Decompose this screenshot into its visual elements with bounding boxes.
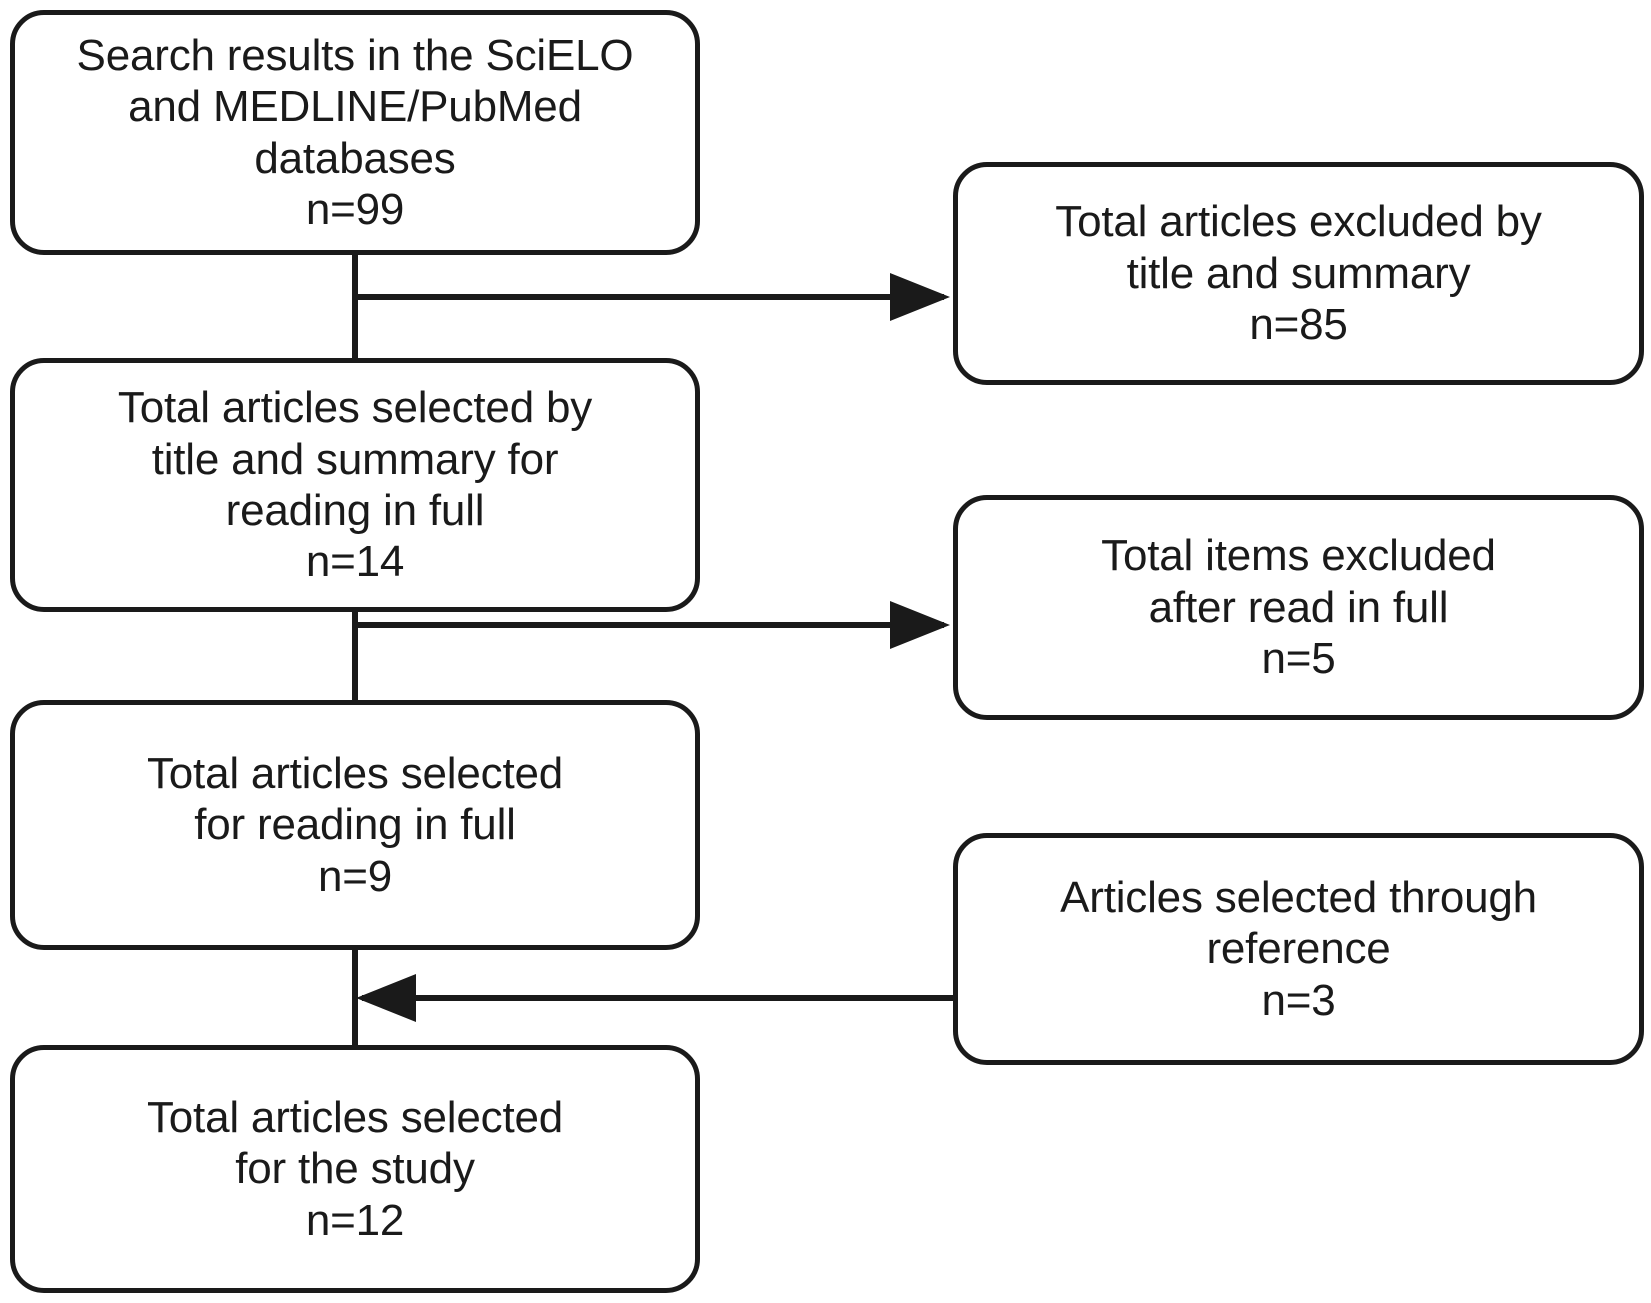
node-selected-by-title-and-summary-label: Total articles selected by title and sum… <box>117 383 593 587</box>
node-excluded-after-read-in-full: Total items excluded after read in full … <box>953 495 1644 720</box>
node-selected-for-reading-in-full-label: Total articles selected for reading in f… <box>146 748 564 901</box>
node-search-results: Search results in the SciELO and MEDLINE… <box>10 10 700 255</box>
node-excluded-by-title-and-summary-label: Total articles excluded by title and sum… <box>1055 197 1542 350</box>
node-selected-for-the-study: Total articles selected for the study n=… <box>10 1045 700 1293</box>
node-selected-for-the-study-label: Total articles selected for the study n=… <box>146 1092 564 1245</box>
node-excluded-after-read-in-full-label: Total items excluded after read in full … <box>1101 531 1496 684</box>
node-selected-for-reading-in-full: Total articles selected for reading in f… <box>10 700 700 950</box>
node-excluded-by-title-and-summary: Total articles excluded by title and sum… <box>953 162 1644 385</box>
node-search-results-label: Search results in the SciELO and MEDLINE… <box>76 30 634 234</box>
node-selected-by-title-and-summary: Total articles selected by title and sum… <box>10 358 700 612</box>
node-selected-through-reference-label: Articles selected through reference n=3 <box>1060 872 1537 1025</box>
node-selected-through-reference: Articles selected through reference n=3 <box>953 833 1644 1065</box>
